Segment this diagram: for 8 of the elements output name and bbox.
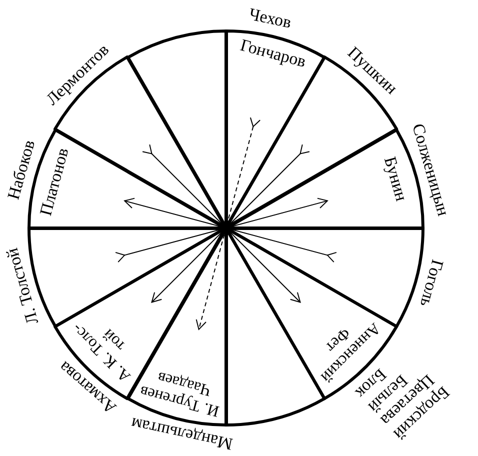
- writer-name: Платонов: [37, 146, 73, 218]
- dashed-arrow: [196, 117, 261, 330]
- writer-name: Гоголь: [416, 257, 446, 308]
- writer-name: Чехов: [248, 5, 294, 32]
- writer-name: Л. Толстой: [3, 246, 43, 326]
- writer-name: Бунин: [380, 155, 410, 204]
- writer-name: Набоков: [4, 138, 40, 202]
- writer-name: Гончаров: [238, 36, 308, 72]
